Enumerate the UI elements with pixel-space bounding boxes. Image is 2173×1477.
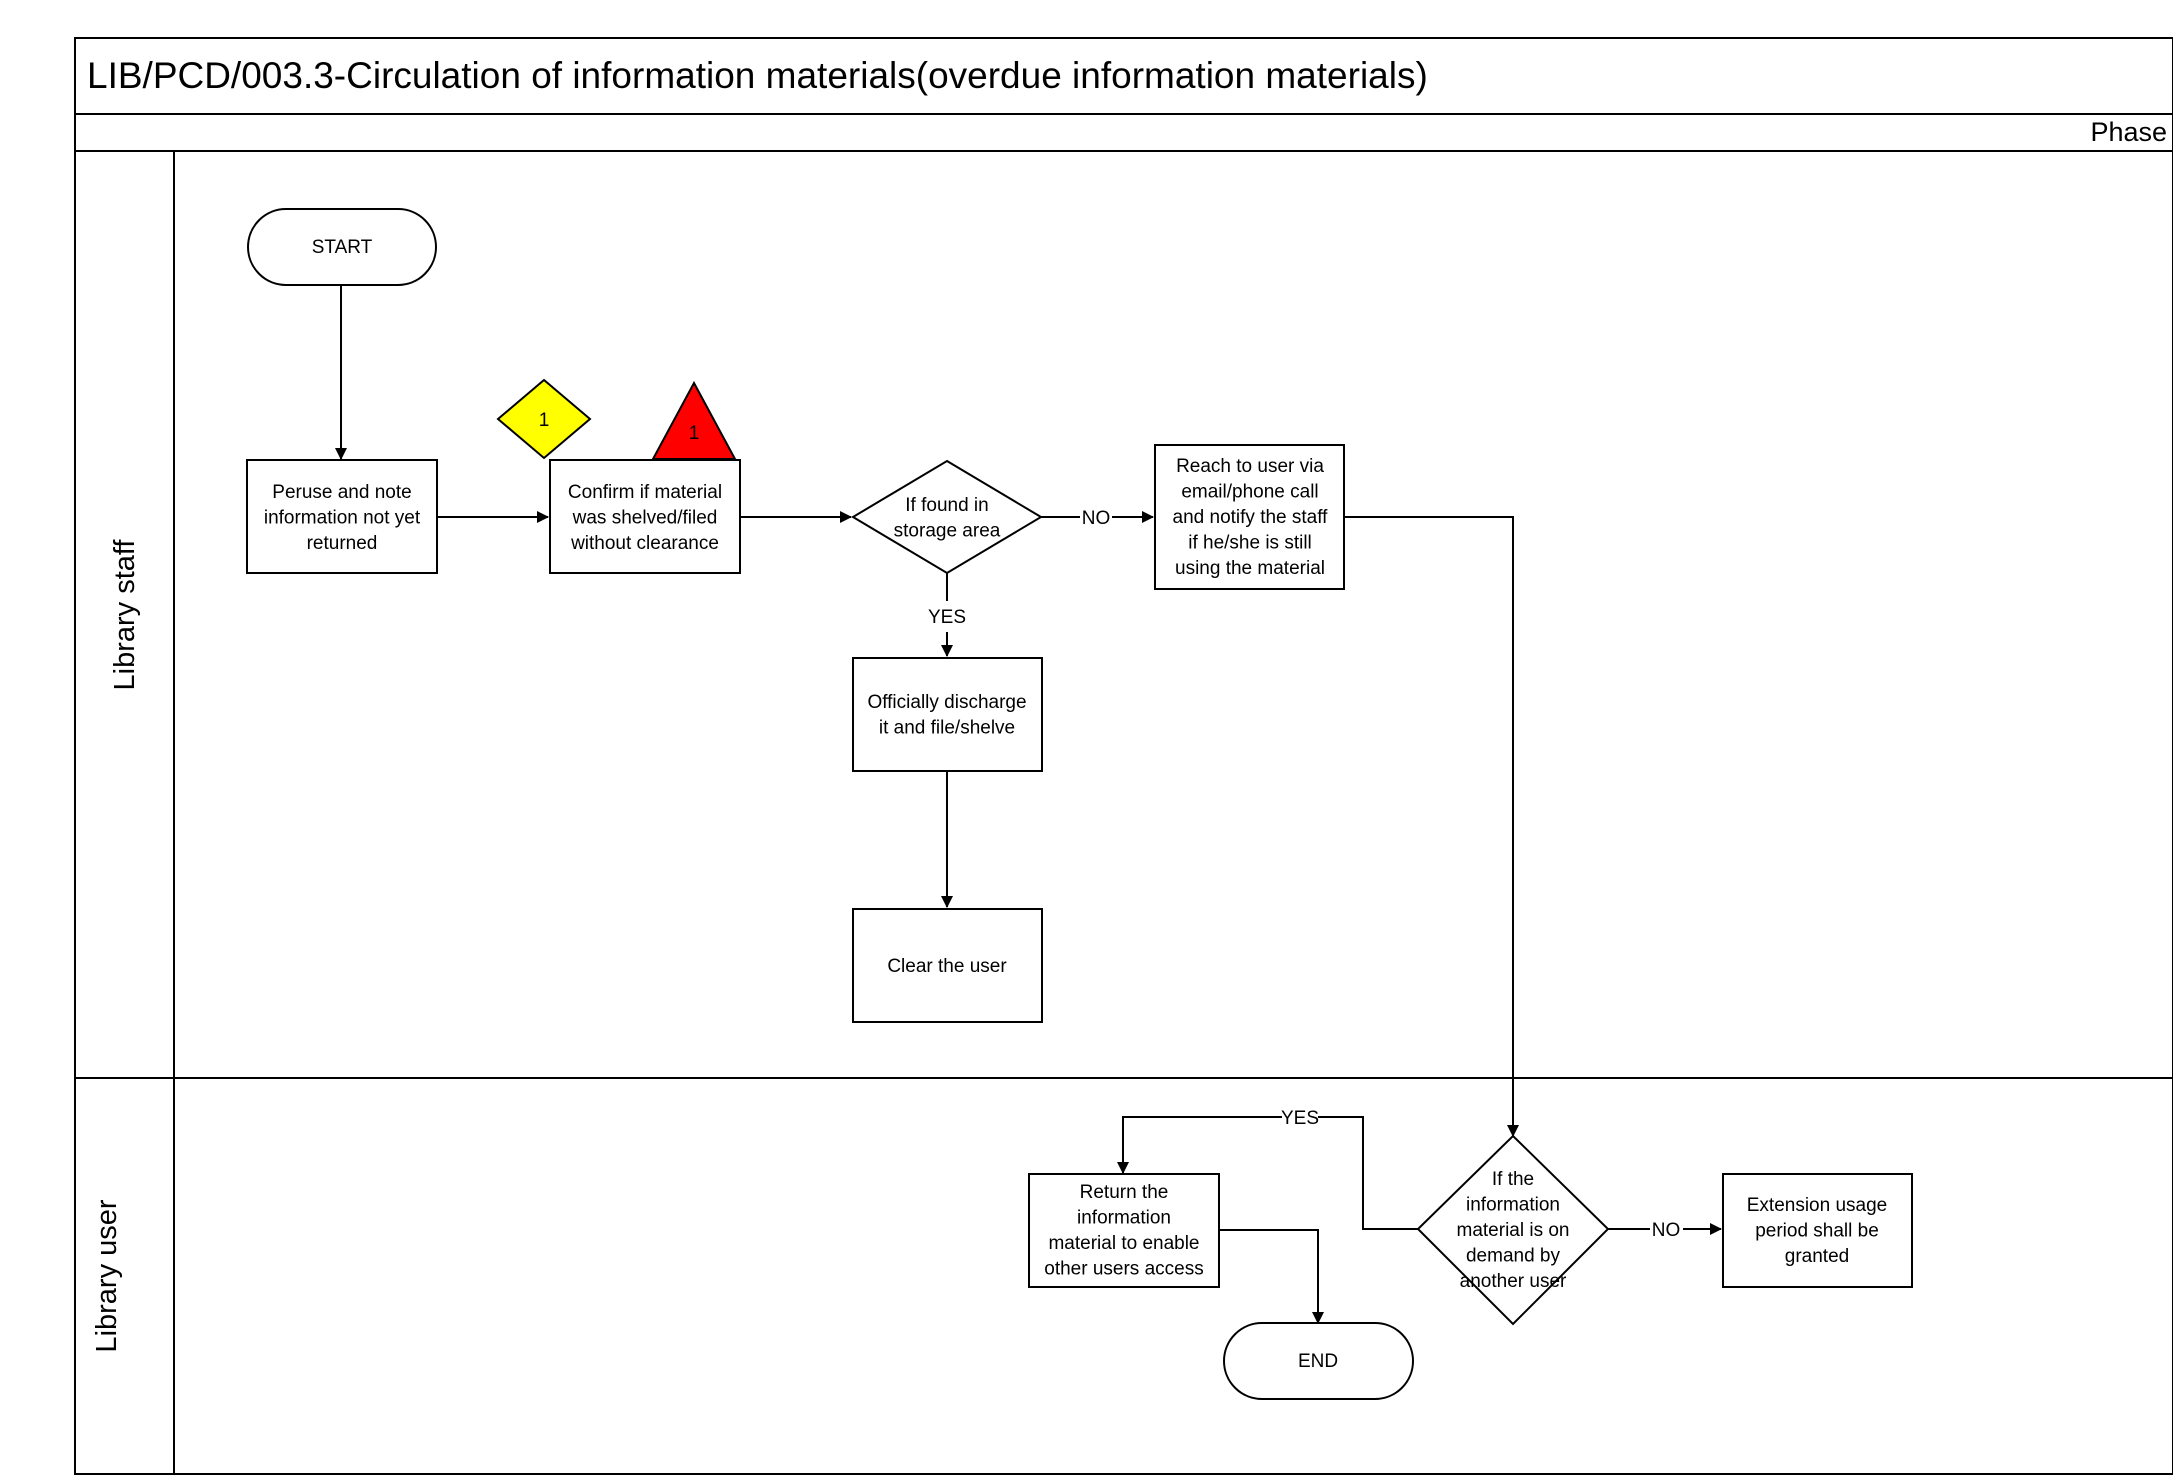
end-label: END [1298,1351,1338,1372]
edge-return-to-end [1219,1229,1324,1324]
edge-label-demand-no: NO [1652,1220,1681,1241]
marker-diamond-yellow [496,378,592,460]
marker-diamond-label: 1 [539,410,550,431]
lane-label-library-staff: Library staff [109,539,141,691]
decision-found-in-storage [851,459,1043,575]
label-line: Return the [1080,1182,1169,1203]
label-line: material is on [1457,1220,1570,1241]
edge-label-found-no: NO [1082,508,1111,529]
edge-reach-to-demand [1344,516,1519,1137]
label-line: email/phone call [1181,482,1318,503]
process-discharge-label: Officially discharge it and file/shelve [867,692,1026,739]
label-line: If the [1492,1169,1534,1190]
edge-demand-yes-b [1117,1116,1282,1174]
lane-label-library-user: Library user [91,1199,123,1352]
decision-demand-label: If the information material is on demand by… [1457,1169,1570,1292]
label-line: returned [307,533,378,554]
process-officially-discharge [852,657,1043,772]
label-line: information [1466,1195,1560,1216]
process-extension-label: Extension usage period shall be granted [1747,1195,1888,1267]
start-terminator [247,208,437,286]
diagram-frame [74,37,2173,1475]
label-line: Extension usage [1747,1195,1888,1216]
label-line: granted [1785,1246,1849,1267]
page-title: LIB/PCD/003.3-Circulation of information… [87,55,1428,96]
label-line: information not yet [264,508,421,529]
process-return-label: Return the information material to enable o… [1044,1182,1203,1280]
label-line: if he/she is still [1188,533,1312,554]
process-extension-granted [1722,1173,1913,1288]
edge-label-found-yes: YES [928,607,966,628]
label-line: using the material [1175,558,1325,579]
start-label: START [312,237,373,258]
process-reach-user [1154,444,1345,590]
decision-found-label: If found in storage area [894,495,1001,542]
process-reach-label: Reach to user via email/phone call and not… [1173,456,1329,579]
edge-label-demand-yes: YES [1281,1108,1319,1129]
edge-demand-yes-a [1318,1116,1418,1230]
label-line: another user [1460,1271,1567,1292]
decision-on-demand [1416,1134,1610,1326]
process-clear-label: Clear the user [887,956,1007,977]
label-line: information [1077,1208,1171,1229]
label-line: Confirm if material [568,482,722,503]
process-return-material [1028,1173,1220,1288]
label-line: other users access [1044,1259,1203,1280]
process-peruse [246,459,438,574]
process-peruse-label: Peruse and note information not yet return… [264,482,421,554]
label-line: without clearance [570,533,719,554]
label-line: storage area [894,521,1001,542]
label-line: was shelved/filed [572,508,718,529]
process-confirm-label: Confirm if material was shelved/filed with… [568,482,722,554]
phase-label: Phase [2090,117,2167,147]
label-line: Peruse and note [272,482,411,503]
process-confirm [549,459,741,574]
label-line: Officially discharge [867,692,1026,713]
label-line: it and file/shelve [879,718,1015,739]
marker-triangle-red [651,380,737,460]
end-terminator [1223,1322,1414,1400]
label-line: If found in [905,495,988,516]
label-line: period shall be [1755,1221,1879,1242]
label-line: Reach to user via [1176,456,1324,477]
marker-triangle-label: 1 [689,423,700,444]
process-clear-user [852,908,1043,1023]
label-line: demand by [1466,1246,1561,1267]
label-line: material to enable [1048,1233,1199,1254]
label-line: and notify the staff [1173,507,1329,528]
